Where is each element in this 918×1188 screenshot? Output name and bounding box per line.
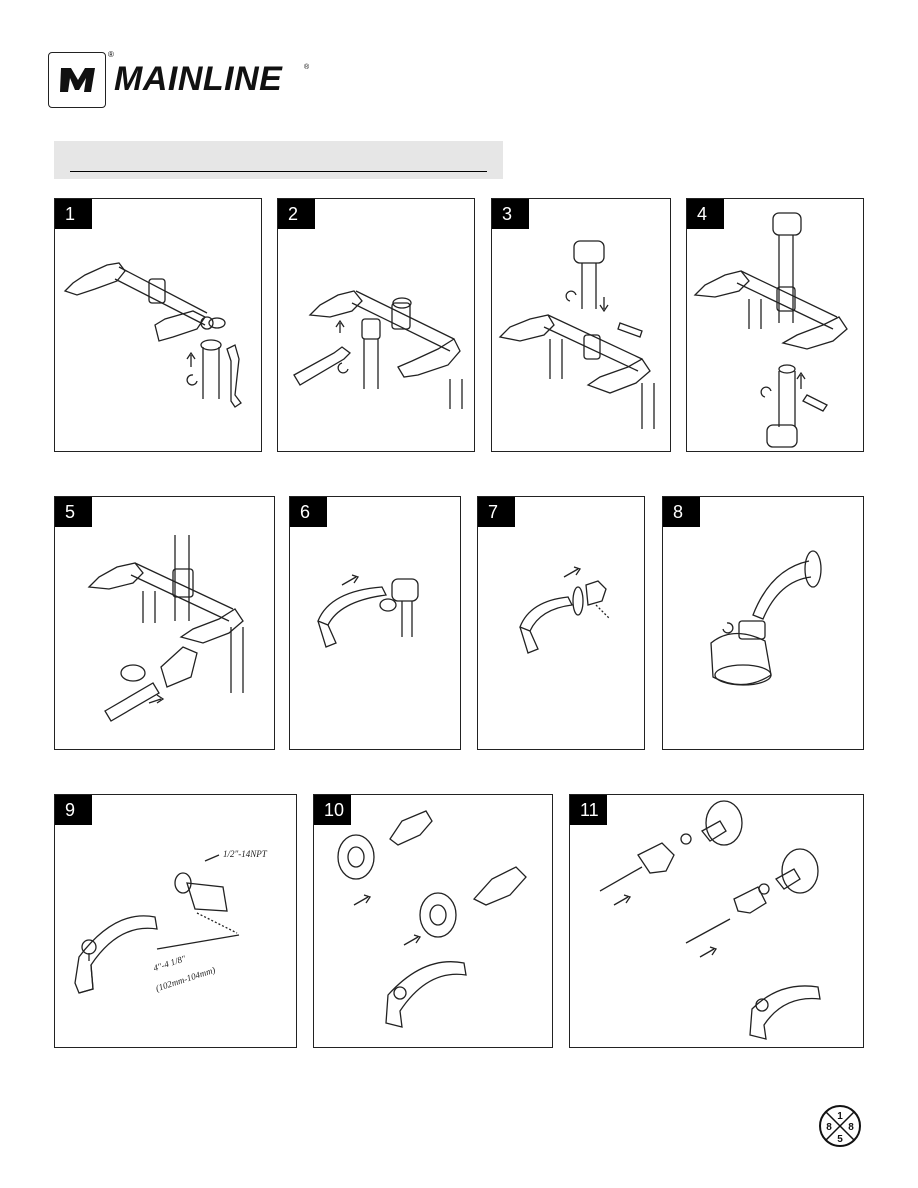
step-4-panel: 4	[686, 198, 864, 452]
step-number: 7	[478, 497, 515, 527]
step-count-badge: 1 8 8 5	[819, 1105, 861, 1147]
brand-logo-mark	[48, 52, 106, 108]
badge-right: 8	[848, 1122, 854, 1133]
m-logo-icon	[60, 68, 95, 92]
step-1-panel: 1	[54, 198, 262, 452]
step-9-illustration: 1/2"-14NPT 4"-4 1/8" (102mm-104mm)	[74, 849, 268, 994]
step-6-panel: 6	[289, 496, 461, 750]
step-number: 9	[55, 795, 92, 825]
step-number: 1	[55, 199, 92, 229]
step-number: 6	[290, 497, 327, 527]
step-11-illustration	[599, 800, 821, 1040]
title-underline	[70, 171, 487, 172]
brand-name: MAINLINE	[114, 60, 283, 98]
step-10-illustration	[337, 810, 527, 1028]
step-number: 3	[492, 199, 529, 229]
step-7-illustration	[519, 566, 611, 654]
step-1-illustration	[63, 262, 242, 408]
step-number: 8	[663, 497, 700, 527]
length-label: 4"-4 1/8"	[152, 953, 187, 973]
step-6-illustration	[317, 574, 419, 648]
brand-logo: ® MAINLINE ®	[48, 50, 328, 110]
thread-size-label: 1/2"-14NPT	[223, 849, 268, 859]
step-number: 11	[570, 795, 607, 825]
step-number: 5	[55, 497, 92, 527]
step-3-panel: 3	[491, 198, 671, 452]
step-5-panel: 5	[54, 496, 275, 750]
step-3-illustration	[498, 240, 655, 429]
step-7-panel: 7	[477, 496, 645, 750]
step-number: 4	[687, 199, 724, 229]
registered-mark: ®	[108, 50, 114, 59]
step-4-illustration	[693, 212, 848, 448]
step-10-panel: 10	[313, 794, 553, 1048]
step-11-panel: 11	[569, 794, 864, 1048]
step-5-illustration	[87, 535, 244, 722]
step-number: 2	[278, 199, 315, 229]
step-9-panel: 9 1/2"-14NPT 4"-4 1/8" (102mm-104mm)	[54, 794, 297, 1048]
registered-mark: ®	[304, 64, 310, 71]
step-2-panel: 2	[277, 198, 475, 452]
badge-left: 8	[826, 1122, 832, 1133]
step-number: 10	[314, 795, 351, 825]
step-2-illustration	[293, 290, 463, 409]
badge-top: 1	[837, 1111, 843, 1122]
badge-bottom: 5	[837, 1134, 843, 1145]
step-8-panel: 8	[662, 496, 864, 750]
step-8-illustration	[710, 550, 822, 686]
title-banner	[54, 141, 503, 179]
